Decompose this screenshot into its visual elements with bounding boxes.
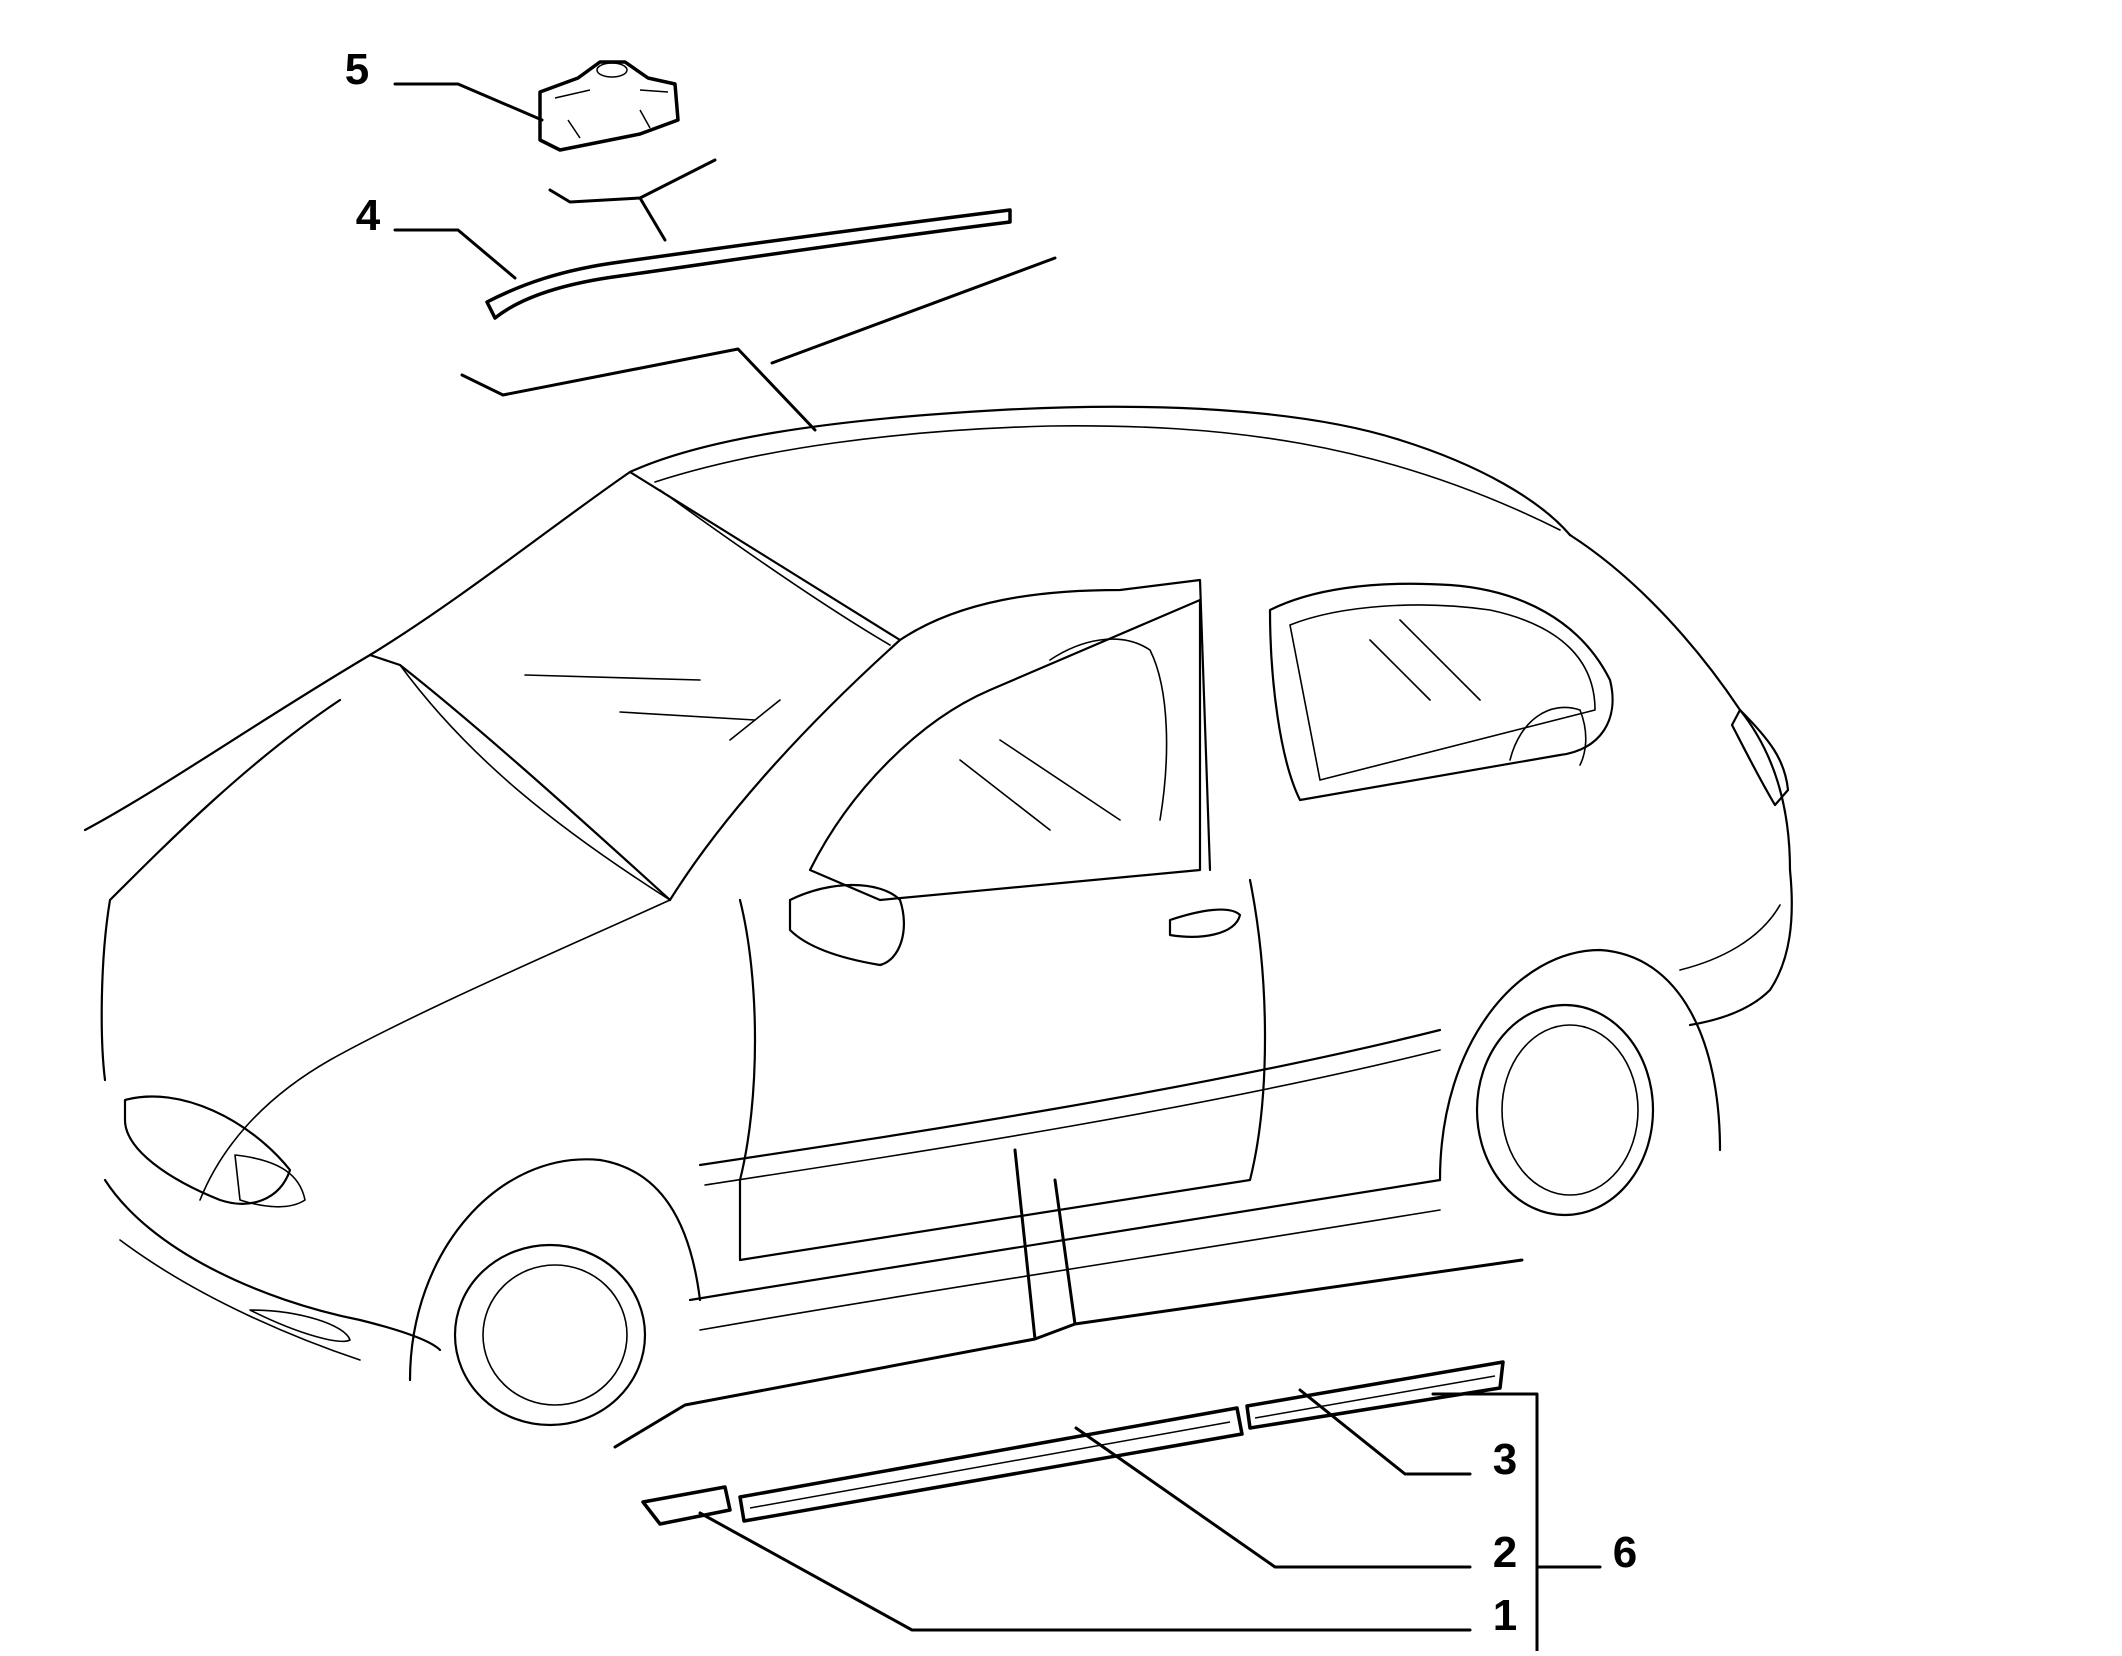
car-seat (1049, 638, 1168, 821)
car-door-window (808, 598, 1202, 902)
car-front-bumper-slot (249, 1309, 351, 1343)
car-hood-edge (100, 698, 342, 1082)
leader-roof-bracket-4 (548, 158, 717, 242)
callout-5: 5 (345, 45, 369, 94)
car-side-mirror (788, 883, 905, 967)
car-tail-light (1730, 708, 1790, 807)
leader-4 (393, 228, 517, 280)
car-door-window-glare-1 (959, 759, 1051, 831)
car-roof-line (628, 405, 1572, 537)
car-rear-wheel (1475, 1003, 1655, 1217)
car-sill (688, 1178, 1442, 1302)
leader-3 (1298, 1388, 1472, 1476)
car-sill-lower (699, 1209, 1441, 1331)
leader-5 (393, 82, 544, 122)
car-body-moulding (698, 1028, 1442, 1167)
car-headlight (123, 1095, 292, 1205)
car-door-outline (738, 878, 1267, 1262)
leader-lines (393, 82, 1602, 1656)
car-rear-window-glare-2 (1399, 619, 1481, 701)
part-3-sill-moulding[interactable] (1245, 1360, 1505, 1430)
car-hood-crease (199, 664, 671, 1201)
callout-6: 6 (1613, 1528, 1637, 1577)
car-windshield-glare-1 (524, 674, 701, 681)
car-front-bumper (103, 1178, 442, 1352)
car-rear-window-glare-1 (1369, 639, 1431, 701)
car-front-wheel-arch (408, 1158, 702, 1382)
car-body-moulding-lower (704, 1049, 1441, 1186)
bracket-6 (1431, 1392, 1602, 1656)
car-rear-line (1568, 533, 1792, 872)
part-4-roof-strip[interactable] (485, 208, 1012, 320)
part-2-door-moulding[interactable] (738, 1406, 1244, 1523)
car-illustration (83, 405, 1793, 1427)
car-windshield-glare-3 (729, 699, 781, 741)
callout-4: 4 (356, 191, 381, 240)
car-rear-bumper (1688, 868, 1793, 1027)
car-rear-seat (1509, 706, 1587, 766)
callout-1: 1 (1493, 1591, 1517, 1640)
callout-2: 2 (1493, 1528, 1517, 1577)
car-hood (83, 653, 372, 832)
leader-1 (698, 1511, 1472, 1632)
car-roof-inner-line (654, 425, 1561, 531)
car-rear-bumper-inner (1679, 904, 1781, 971)
car-front-wheel-hub (482, 1264, 628, 1406)
car-windshield-glare-2 (619, 711, 756, 721)
leader-side-bracket (613, 1148, 1524, 1449)
leader-roof-bracket-car (460, 256, 1057, 432)
car-windshield (368, 470, 902, 902)
car-headlight-inner (234, 1154, 306, 1208)
car-door-window-glare-2 (999, 739, 1121, 821)
car-rear-window-inner (1289, 604, 1596, 781)
car-rear-wheel-hub (1501, 1024, 1639, 1196)
leader-2 (1074, 1426, 1472, 1569)
callout-labels: 5 4 3 2 1 6 (345, 45, 1637, 1640)
car-front-bumper-lower (119, 1239, 361, 1361)
car-front-wheel (453, 1243, 647, 1427)
car-a-pillar (898, 578, 1212, 872)
car-rear-wheel-arch (1438, 948, 1722, 1182)
car-rear-window (1268, 582, 1614, 802)
callout-3: 3 (1493, 1435, 1517, 1484)
part-5-clip[interactable] (538, 60, 680, 152)
part-1-end-cap[interactable] (641, 1485, 732, 1526)
car-windshield-inner (659, 489, 891, 646)
car-door-handle (1168, 908, 1242, 938)
